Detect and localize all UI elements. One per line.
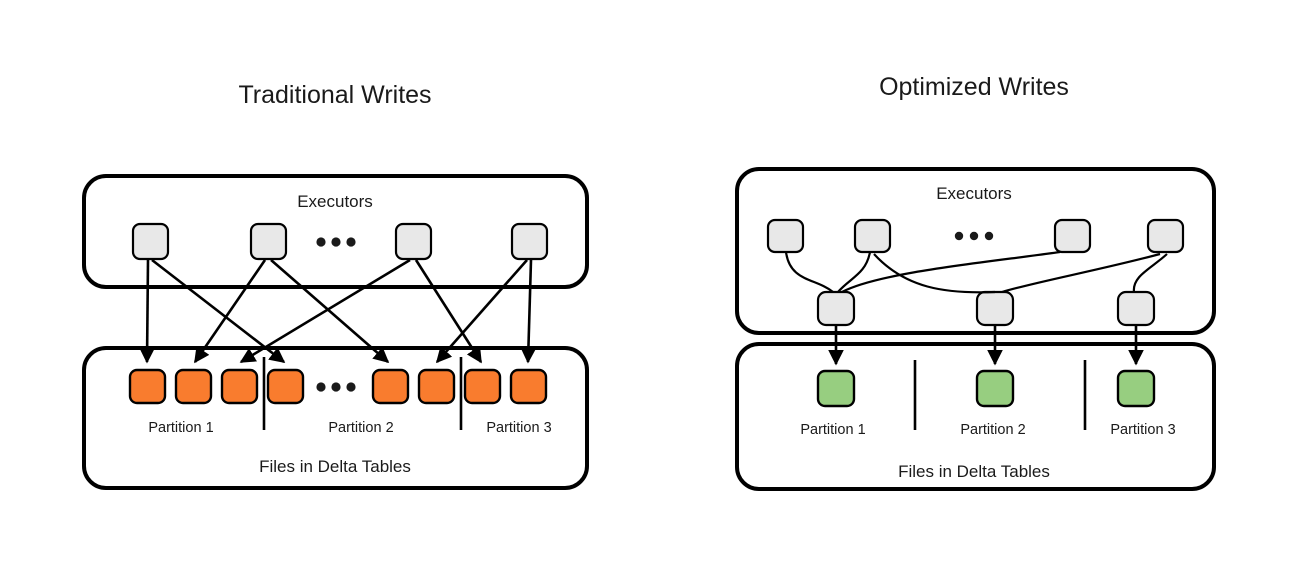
left-executors-group: Executors xyxy=(82,174,589,289)
right-files-label: Files in Delta Tables xyxy=(898,462,1050,481)
right-partition-label-2: Partition 2 xyxy=(960,422,1025,438)
left-partition-label-3: Partition 3 xyxy=(486,420,551,436)
left-edge-e3-f3 xyxy=(239,258,411,364)
left-executor-node-3[interactable] xyxy=(394,222,433,261)
left-file-node-5[interactable] xyxy=(371,368,410,405)
right-partition-label-3: Partition 3 xyxy=(1110,422,1175,438)
left-file-node-8[interactable] xyxy=(509,368,548,405)
right-shuffle-writer-node-1[interactable] xyxy=(816,290,856,327)
right-write-edges xyxy=(828,325,1144,366)
left-executors-ellipsis-icon xyxy=(316,237,356,247)
right-executor-node-1[interactable] xyxy=(766,218,805,254)
left-edge-e2-f5 xyxy=(270,259,390,364)
right-files-group: Partition 1 Partition 2 Partition 3 File… xyxy=(735,342,1216,491)
right-executors-label: Executors xyxy=(936,184,1012,203)
left-panel-title: Traditional Writes xyxy=(238,81,431,109)
right-executors-container xyxy=(735,167,1216,335)
right-curve-e4-w2 xyxy=(1001,252,1161,294)
left-executor-node-4[interactable] xyxy=(510,222,549,261)
right-file-node-3[interactable] xyxy=(1116,369,1156,408)
left-files-label: Files in Delta Tables xyxy=(259,457,411,476)
left-write-edges xyxy=(139,258,537,364)
left-executors-container xyxy=(82,174,589,289)
left-edge-e4-f6 xyxy=(435,259,528,364)
right-panel-title: Optimized Writes xyxy=(879,73,1069,101)
right-panel: Optimized Writes Executors xyxy=(735,73,1216,491)
left-file-node-6[interactable] xyxy=(417,368,456,405)
right-curve-e2-w2 xyxy=(873,253,996,294)
left-partition-label-1: Partition 1 xyxy=(148,420,213,436)
right-executor-node-2[interactable] xyxy=(853,218,892,254)
left-edge-e3-f7 xyxy=(414,259,483,364)
left-executor-node-2[interactable] xyxy=(249,222,288,261)
left-file-node-1[interactable] xyxy=(128,368,167,405)
left-files-group: Partition 1 Partition 2 Partition 3 File… xyxy=(82,346,589,490)
right-curve-e1-w1 xyxy=(784,251,834,293)
left-executor-node-1[interactable] xyxy=(131,222,170,261)
right-executor-node-3[interactable] xyxy=(1053,218,1092,254)
right-files-container xyxy=(735,342,1216,491)
left-file-node-3[interactable] xyxy=(220,368,259,405)
right-partition-label-1: Partition 1 xyxy=(800,422,865,438)
left-file-node-2[interactable] xyxy=(174,368,213,405)
left-files-ellipsis-icon xyxy=(316,382,356,392)
right-shuffle-writer-node-3[interactable] xyxy=(1116,290,1156,327)
left-partition-label-2: Partition 2 xyxy=(328,420,393,436)
left-file-node-4[interactable] xyxy=(266,368,305,405)
right-executor-node-4[interactable] xyxy=(1146,218,1185,254)
right-curve-e2-w1 xyxy=(837,251,872,293)
right-file-node-1[interactable] xyxy=(816,369,856,408)
right-executors-group: Executors xyxy=(735,167,1216,335)
right-curve-e3-w1 xyxy=(841,250,1061,293)
left-executors-label: Executors xyxy=(297,192,373,211)
left-file-node-7[interactable] xyxy=(463,368,502,405)
left-edge-e4-f8 xyxy=(520,259,537,364)
right-shuffle-edges xyxy=(784,250,1168,294)
left-edge-e2-f2 xyxy=(193,259,267,364)
left-edge-e1-f1 xyxy=(139,259,155,364)
left-panel: Traditional Writes Executors xyxy=(82,81,589,490)
right-curve-e4-w3 xyxy=(1132,253,1168,293)
right-executors-ellipsis-icon xyxy=(954,231,994,241)
left-edge-e1-f4 xyxy=(151,258,286,364)
right-shuffle-writer-node-2[interactable] xyxy=(975,290,1015,327)
right-file-node-2[interactable] xyxy=(975,369,1015,408)
